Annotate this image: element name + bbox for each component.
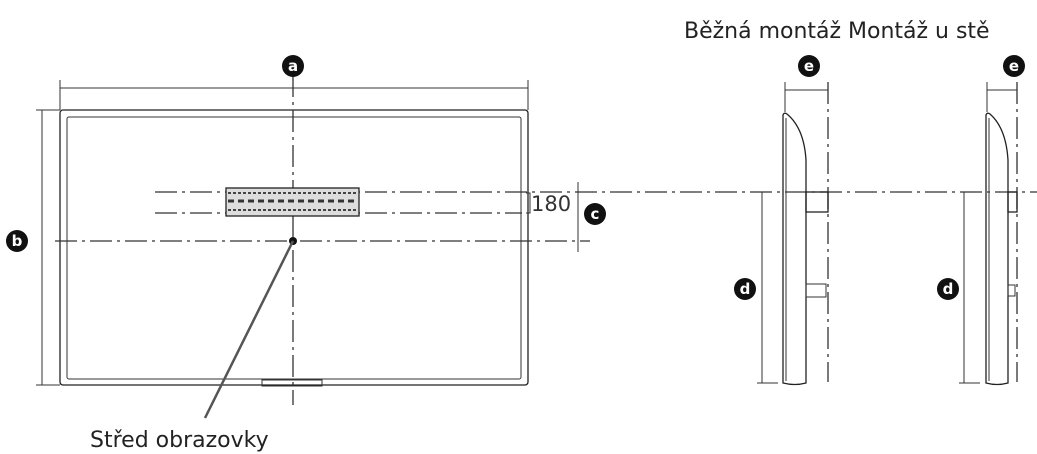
marker-e [1003,55,1025,77]
marker-e-label: e [804,57,814,75]
spacer-side [1007,284,1016,297]
marker-d [937,278,959,300]
marker-d-label: d [943,280,954,298]
screen-center-label: Střed obrazovky [90,428,269,453]
marker-c-label: c [591,205,600,223]
tv-stand-base [261,379,323,387]
tv-screen [66,116,522,380]
side-view-standard: e d [734,55,829,386]
front-view: Střed obrazovky a b 180 c [6,55,1037,453]
side-view-wall: e d [937,55,1025,386]
tv-side-profile [985,112,1009,386]
marker-a-label: a [288,57,298,75]
marker-b-label: b [12,232,23,250]
wall-bracket-side [1007,191,1018,213]
marker-d [734,278,756,300]
marker-a [282,55,304,77]
tv-outer-frame [59,109,529,386]
standard-mount-label: Běžná montáž [684,19,841,44]
tv-side-profile [782,112,807,386]
marker-e [798,55,820,77]
spacer-side [805,283,827,298]
screen-center-leader [203,240,295,419]
marker-d-label: d [740,280,751,298]
wall-bracket-side [805,191,829,213]
wall-bracket [225,187,360,217]
wall-mount-label: Montáž u stě [848,19,990,44]
marker-c [584,203,606,225]
bracket-spacing-value: 180 [531,192,571,216]
marker-e-label: e [1009,57,1019,75]
marker-b [6,230,28,252]
